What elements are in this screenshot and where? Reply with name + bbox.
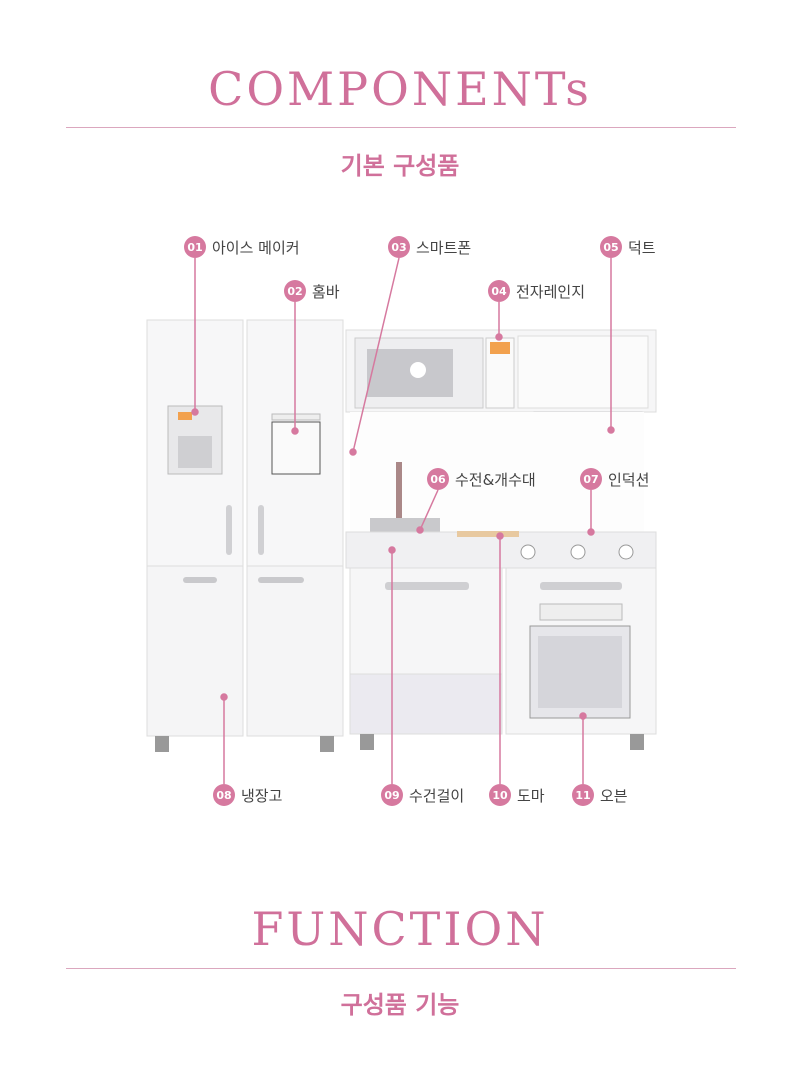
callout-number-badge: 10 <box>489 784 511 806</box>
callout-label: 인덕션 <box>608 470 650 489</box>
callout-towel-rack: 09 수건걸이 <box>381 784 464 806</box>
callout-home-bar: 02 홈바 <box>284 280 340 302</box>
callout-label: 덕트 <box>628 238 656 257</box>
callout-faucet-sink: 06 수전&개수대 <box>427 468 536 490</box>
callout-label: 냉장고 <box>241 786 283 805</box>
callout-ice-maker: 01 아이스 메이커 <box>184 236 300 258</box>
function-divider <box>66 968 736 969</box>
callout-cutting-board: 10 도마 <box>489 784 545 806</box>
function-title: FUNCTION <box>251 902 549 956</box>
callout-smartphone: 03 스마트폰 <box>388 236 471 258</box>
callout-label: 스마트폰 <box>416 238 472 257</box>
components-subtitle: 기본 구성품 <box>340 152 460 180</box>
callout-number-badge: 01 <box>184 236 206 258</box>
callout-refrigerator: 08 냉장고 <box>213 784 282 806</box>
callout-number-badge: 09 <box>381 784 403 806</box>
callout-label: 아이스 메이커 <box>212 238 300 257</box>
components-title: COMPONENTs <box>208 62 592 116</box>
callout-oven: 11 오븐 <box>572 784 628 806</box>
callout-label: 수전&개수대 <box>455 470 536 489</box>
callout-induction: 07 인덕션 <box>580 468 649 490</box>
function-subtitle: 구성품 기능 <box>340 991 460 1019</box>
callout-duct: 05 덕트 <box>600 236 656 258</box>
callout-label: 도마 <box>517 786 545 805</box>
callout-number-badge: 03 <box>388 236 410 258</box>
callout-number-badge: 04 <box>488 280 510 302</box>
callout-number-badge: 06 <box>427 468 449 490</box>
callout-microwave: 04 전자레인지 <box>488 280 585 302</box>
callout-number-badge: 07 <box>580 468 602 490</box>
callout-number-badge: 08 <box>213 784 235 806</box>
callout-label: 전자레인지 <box>516 282 586 301</box>
callout-number-badge: 11 <box>572 784 594 806</box>
callout-label: 오븐 <box>600 786 628 805</box>
callout-label: 홈바 <box>312 282 340 301</box>
callout-number-badge: 02 <box>284 280 306 302</box>
callout-number-badge: 05 <box>600 236 622 258</box>
callout-label: 수건걸이 <box>409 786 465 805</box>
components-divider <box>66 127 736 128</box>
